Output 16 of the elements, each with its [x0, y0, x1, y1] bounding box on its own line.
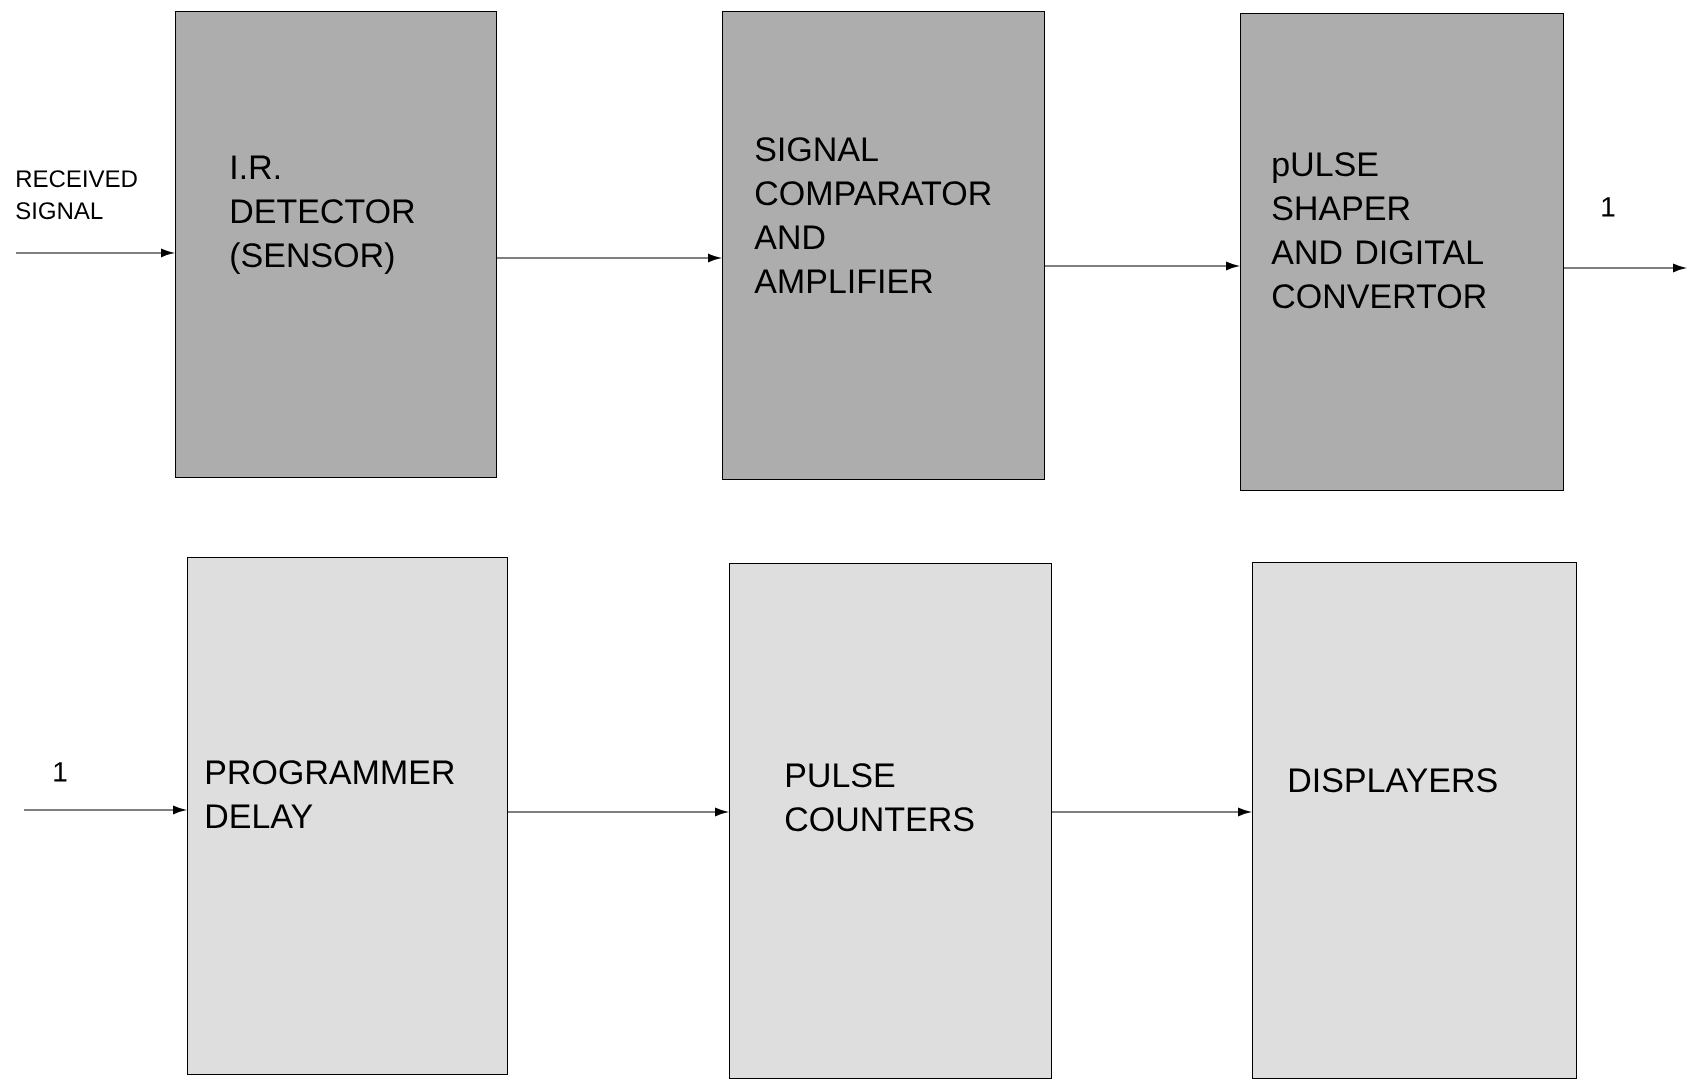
- edge-label: 1: [1602, 197, 1615, 217]
- process-box: pULSE SHAPER AND DIGITAL CONVERTOR: [1240, 13, 1564, 491]
- arrow: [23, 805, 186, 815]
- arrow: [1051, 807, 1251, 817]
- arrow: [1563, 263, 1686, 273]
- process-box: DISPLAYERS: [1252, 562, 1577, 1079]
- arrow: [507, 807, 728, 817]
- arrow: [496, 253, 721, 263]
- process-box: PULSE COUNTERS: [729, 563, 1052, 1079]
- arrow: [1044, 261, 1239, 271]
- arrow: [15, 248, 174, 258]
- process-box: PROGRAMMER DELAY: [187, 557, 508, 1075]
- process-box: I.R. DETECTOR (SENSOR): [175, 11, 497, 478]
- process-box: SIGNAL COMPARATOR AND AMPLIFIER: [722, 11, 1045, 480]
- edge-label: 1: [54, 762, 67, 782]
- edge-label: RECEIVED SIGNAL: [16, 170, 137, 220]
